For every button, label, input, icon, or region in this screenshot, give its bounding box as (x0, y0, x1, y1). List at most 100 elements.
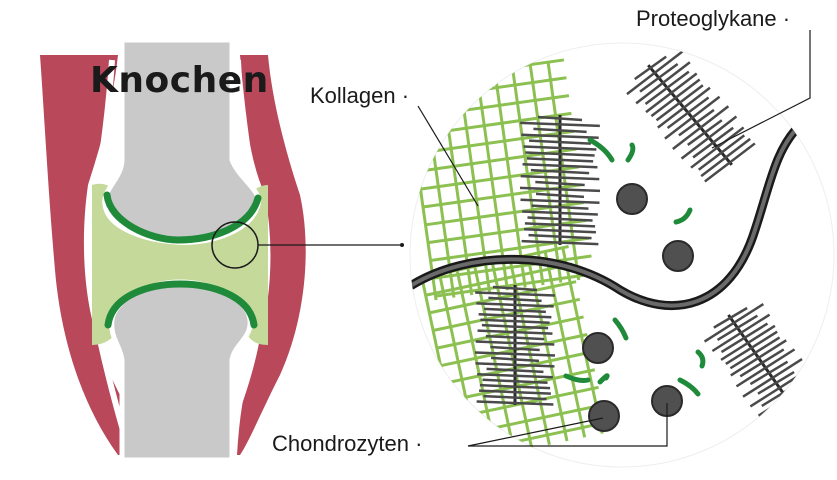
proteoglycan-bristle (527, 216, 593, 222)
proteoglycan-bristle (525, 151, 595, 157)
proteoglycan-bristle (476, 400, 554, 406)
pericellular-arc (625, 142, 636, 163)
proteoglycan-bristle (666, 96, 710, 129)
proteoglycan-bristle (530, 168, 590, 175)
proteoglycan-bristle (531, 204, 589, 210)
proteoglycan-bristle (692, 126, 734, 159)
proteoglycan-bristle (484, 307, 546, 314)
label-chondrozyten: Chondrozyten · (272, 431, 423, 456)
proteoglycan-bristle (704, 142, 756, 183)
pointer-kollagen (417, 105, 479, 207)
proteoglycan-bristle (519, 186, 601, 193)
proteoglycan-bristle (485, 334, 545, 341)
proteoglycan-bristle (482, 378, 548, 384)
pericellular-arc (612, 317, 629, 341)
cartilage-upper-edge (103, 191, 262, 244)
proteoglycan-bristle (477, 329, 553, 335)
collagen-fiber (543, 251, 587, 438)
bone-lower (109, 279, 253, 463)
pericellular-arc (673, 207, 693, 225)
proteoglycan-bristle (703, 302, 765, 343)
proteoglycan-bristle (690, 126, 745, 169)
cartilage-lower-edge (104, 280, 258, 329)
proteoglycan-bristle (644, 70, 690, 106)
collagen-fiber (425, 262, 573, 297)
proteoglycan-bristle (492, 285, 538, 292)
collagen-fiber (526, 254, 569, 442)
collagen-fiber (429, 280, 577, 315)
proteoglycan-bristle (535, 180, 585, 187)
proteoglycan-bristle (697, 134, 746, 171)
proteoglycan-bristle (635, 61, 691, 105)
proteoglycan-cluster (474, 285, 556, 406)
proteoglycan-bristle (725, 330, 778, 366)
pericellular-arc (587, 137, 615, 163)
proteoglycan-bristle (735, 348, 796, 388)
proteoglycan-bristle (490, 345, 540, 352)
proteoglycan-bristle (757, 371, 795, 395)
proteoglycan-bristle (520, 121, 600, 128)
proteoglycan-bristle (481, 323, 549, 330)
proteoglycan-bristle (476, 302, 554, 308)
proteoglycan-bristle (528, 233, 592, 240)
muscle-right (222, 55, 306, 455)
pointer-dot (400, 243, 404, 247)
proteoglycan-bristle (490, 356, 540, 363)
proteoglycan-bristle (488, 296, 542, 303)
proteoglycan-bristle (680, 115, 738, 160)
zoom-view (409, 30, 835, 468)
proteoglycan-bristle (713, 306, 748, 329)
pericellular-arc (677, 377, 701, 397)
pointer-chondrozyten-a (467, 417, 604, 447)
proteoglycan-bristle (700, 137, 751, 178)
pointer-chondrozyten-b (468, 403, 668, 447)
proteoglycan-bristle (486, 367, 544, 374)
proteoglycan-bristle (711, 313, 771, 353)
chondrocyte (588, 400, 620, 432)
chondrocytes (563, 137, 706, 432)
proteoglycan-bristle (522, 210, 598, 216)
proteoglycan-core (727, 314, 793, 406)
proteoglycan-bristle (523, 145, 597, 151)
pericellular-arc (563, 373, 591, 383)
proteoglycan-bristle (526, 157, 594, 163)
chondrocyte (662, 240, 694, 272)
hyaluronan-strand-inner (410, 123, 802, 308)
proteoglycan-bristle (672, 105, 730, 150)
proteoglycan-bristle (475, 362, 555, 368)
proteoglycan-bristle (720, 322, 769, 354)
proteoglycan-bristle (521, 133, 599, 139)
proteoglycan-bristle (475, 291, 555, 297)
chondrocyte (582, 332, 614, 364)
proteoglycan-cluster (519, 115, 601, 246)
proteoglycan-bristle (716, 314, 759, 342)
proteoglycan-bristle (524, 228, 596, 234)
proteoglycan-bristle (480, 318, 550, 324)
proteoglycan-bristle (483, 394, 547, 401)
proteoglycan-bristle (664, 95, 721, 140)
proteoglycan-bristle (520, 174, 600, 181)
proteoglycan-bristle (521, 239, 599, 246)
proteoglycan-bristle (537, 115, 583, 122)
proteoglycan-bristle (479, 389, 551, 395)
proteoglycan-bristle (634, 55, 667, 81)
proteoglycan-bristle (729, 336, 781, 370)
proteoglycan-bristle (520, 198, 600, 204)
proteoglycan-bristle (720, 324, 776, 361)
pericellular-arc (597, 373, 610, 385)
joint (40, 37, 404, 463)
muscle-left (40, 55, 150, 455)
proteoglycan-bristle (626, 50, 684, 96)
proteoglycan-bristle (477, 373, 553, 379)
proteoglycan-bristle (678, 108, 715, 137)
proteoglycan-bristle (529, 139, 591, 145)
pointer-proteoglykane (711, 30, 811, 149)
proteoglycan-bristle (657, 86, 711, 129)
proteoglycan-bristle (522, 163, 598, 169)
label-kollagen: Kollagen · (310, 83, 410, 108)
proteoglycan-bristle (739, 348, 785, 378)
proteoglycan-bristle (687, 119, 723, 146)
proteoglycan-cluster (626, 50, 756, 183)
